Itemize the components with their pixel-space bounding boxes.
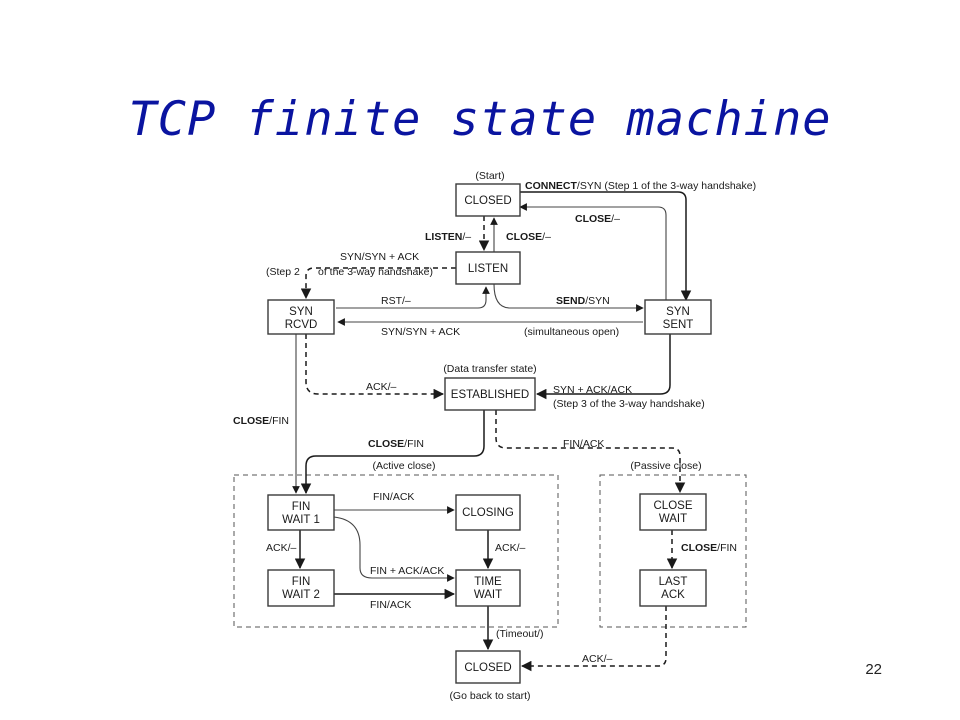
- active-close-group: [233, 474, 559, 628]
- label-syn-synack-mid: SYN/SYN + ACK: [381, 326, 460, 338]
- edge-passive-close: [495, 410, 686, 494]
- label-close-listen: CLOSE/–: [506, 231, 551, 243]
- state-closed-bottom: CLOSED: [455, 650, 521, 684]
- label-rst: RST/–: [381, 295, 411, 307]
- state-label: CLOSED: [464, 195, 511, 207]
- label-fin-ack-finwait2: FIN/ACK: [370, 599, 411, 611]
- note-step3: (Step 3 of the 3-way handshake): [553, 398, 705, 410]
- state-label: WAIT: [659, 513, 687, 525]
- state-closed-top: CLOSED: [455, 183, 521, 217]
- label-ack-lastack: ACK/–: [582, 653, 613, 665]
- label-connect: CONNECT/SYN (Step 1 of the 3-way handsha…: [525, 180, 756, 192]
- notes: (Start) (Data transfer state) (Active cl…: [266, 170, 705, 702]
- note-active-close: (Active close): [372, 460, 435, 472]
- label-ack-established: ACK/–: [366, 381, 397, 393]
- state-label: SYN: [289, 306, 313, 318]
- state-syn-rcvd: SYN RCVD: [267, 299, 335, 335]
- edge-connect-syn: [518, 191, 692, 302]
- label-close-fin-left: CLOSE/FIN: [233, 415, 289, 427]
- page-number: 22: [865, 661, 882, 678]
- label-syn-synack-top: SYN/SYN + ACK: [340, 251, 419, 263]
- label-fin-ack-passive: FIN/ACK: [563, 438, 604, 450]
- edge-lastack-closed: [520, 606, 667, 672]
- edge-active-close: [300, 410, 485, 495]
- state-label: WAIT 1: [282, 514, 320, 526]
- state-label: WAIT 2: [282, 589, 320, 601]
- state-label: CLOSING: [462, 507, 514, 519]
- slide-title: TCP finite state machine: [128, 92, 832, 147]
- state-label: SENT: [663, 319, 694, 331]
- state-label: FIN: [292, 501, 311, 513]
- state-label: LAST: [659, 576, 688, 588]
- label-fin-ack-closing: FIN/ACK: [373, 491, 414, 503]
- state-label: ACK: [661, 589, 685, 601]
- label-synack-ack: SYN + ACK/ACK: [553, 384, 632, 396]
- note-passive-close: (Passive close): [630, 460, 701, 472]
- label-close-synsent: CLOSE/–: [575, 213, 620, 225]
- edges: [292, 191, 692, 672]
- label-finack-ack: FIN + ACK/ACK: [370, 565, 444, 577]
- edge-rst: [336, 286, 490, 309]
- state-fin-wait-1: FIN WAIT 1: [267, 494, 335, 531]
- note-go-back: (Go back to start): [449, 690, 530, 702]
- note-start: (Start): [475, 170, 504, 182]
- state-label: FIN: [292, 576, 311, 588]
- edge-listen-synrcvd: [300, 267, 456, 300]
- state-syn-sent: SYN SENT: [644, 299, 712, 335]
- state-last-ack: LAST ACK: [639, 569, 707, 607]
- state-label: TIME: [474, 576, 502, 588]
- state-label: SYN: [666, 306, 690, 318]
- note-simultaneous: (simultaneous open): [524, 326, 619, 338]
- state-label: ESTABLISHED: [451, 389, 529, 401]
- note-step2-b: of the 3-way handshake): [318, 266, 433, 278]
- state-label: RCVD: [285, 319, 318, 331]
- label-ack-finwait: ACK/–: [266, 542, 297, 554]
- passive-close-group: [599, 474, 747, 628]
- state-established: ESTABLISHED: [444, 377, 536, 411]
- label-close-fin-passive: CLOSE/FIN: [681, 542, 737, 554]
- state-label: CLOSE: [654, 500, 693, 512]
- state-time-wait: TIME WAIT: [455, 569, 521, 607]
- note-data-transfer: (Data transfer state): [443, 363, 536, 375]
- label-close-fin-active: CLOSE/FIN: [368, 438, 424, 450]
- state-label: WAIT: [474, 589, 502, 601]
- edge-send-syn: [493, 283, 644, 312]
- state-fin-wait-2: FIN WAIT 2: [267, 569, 335, 607]
- edge-finwait1-timewait: [333, 516, 455, 582]
- state-closing: CLOSING: [455, 494, 521, 531]
- state-label: CLOSED: [464, 662, 511, 674]
- states: CLOSED LISTEN SYN RCVD SYN SENT ESTABLIS…: [267, 183, 712, 684]
- label-ack-closing: ACK/–: [495, 542, 526, 554]
- edge-synack-ack: [535, 334, 671, 400]
- state-label: LISTEN: [468, 263, 508, 275]
- edge-labels: CONNECT/SYN (Step 1 of the 3-way handsha…: [233, 180, 756, 665]
- state-listen: LISTEN: [455, 251, 521, 285]
- edge-synrcvd-established: [305, 334, 445, 400]
- note-step2-a: (Step 2: [266, 266, 300, 278]
- label-listen: LISTEN/–: [425, 231, 471, 243]
- edge-close-synsent: [519, 203, 667, 300]
- label-send: SEND/SYN: [556, 295, 610, 307]
- state-close-wait: CLOSE WAIT: [639, 493, 707, 531]
- note-timeout: (Timeout/): [496, 628, 543, 640]
